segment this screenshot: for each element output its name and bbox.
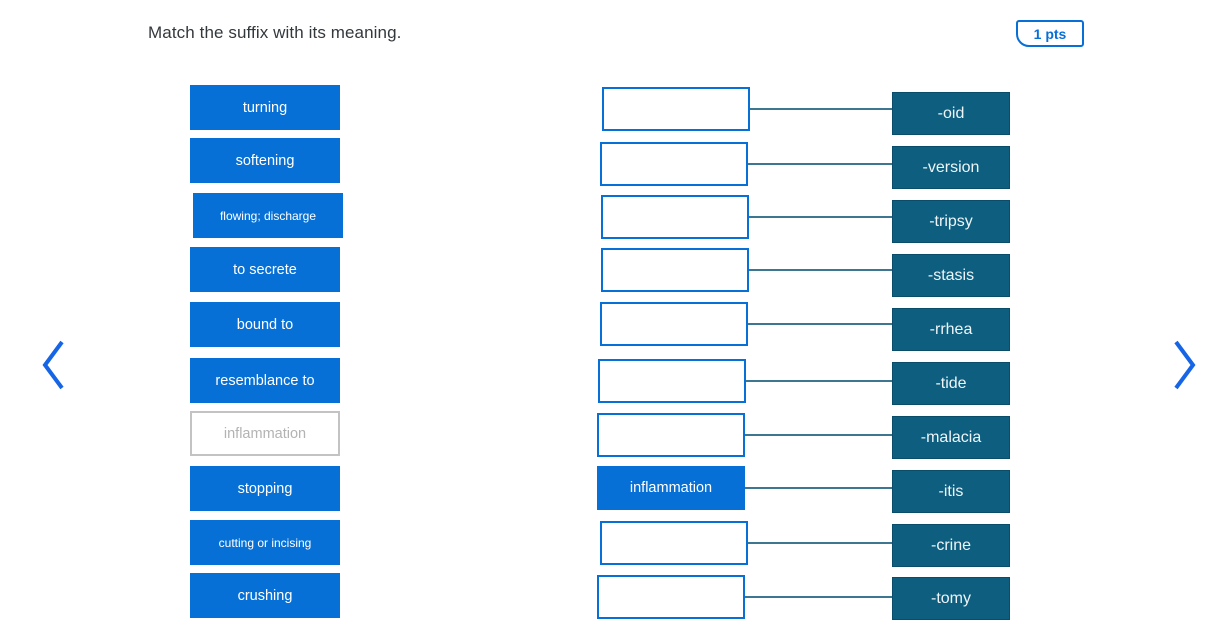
suffix-label: -stasis — [892, 254, 1010, 297]
connector-line — [750, 108, 892, 110]
suffix-label: -crine — [892, 524, 1010, 567]
suffix-label: -version — [892, 146, 1010, 189]
connector-line — [745, 487, 892, 489]
answer-dropzone[interactable] — [597, 413, 745, 457]
answer-dropzone[interactable] — [597, 575, 745, 619]
question-title: Match the suffix with its meaning. — [148, 23, 402, 42]
answer-dropzone[interactable] — [602, 87, 750, 131]
suffix-label: -tide — [892, 362, 1010, 405]
connector-line — [748, 323, 892, 325]
connector-line — [748, 542, 892, 544]
meaning-button: inflammation — [190, 411, 340, 456]
answer-dropzone[interactable] — [598, 359, 746, 403]
connector-line — [749, 269, 892, 271]
meaning-button[interactable]: resemblance to — [190, 358, 340, 403]
points-badge: 1 pts — [1016, 20, 1084, 47]
meaning-button[interactable]: crushing — [190, 573, 340, 618]
meaning-button[interactable]: flowing; discharge — [193, 193, 343, 238]
chevron-right-icon — [1172, 339, 1198, 391]
connector-line — [745, 596, 892, 598]
next-question-button[interactable] — [1170, 337, 1200, 393]
suffix-label: -rrhea — [892, 308, 1010, 351]
suffix-label: -malacia — [892, 416, 1010, 459]
suffix-label: -itis — [892, 470, 1010, 513]
connector-line — [749, 216, 892, 218]
suffix-label: -tripsy — [892, 200, 1010, 243]
meaning-button[interactable]: stopping — [190, 466, 340, 511]
meaning-button[interactable]: softening — [190, 138, 340, 183]
answer-dropzone[interactable]: inflammation — [597, 466, 745, 510]
meaning-button[interactable]: cutting or incising — [190, 520, 340, 565]
suffix-label: -oid — [892, 92, 1010, 135]
connector-line — [746, 380, 892, 382]
prev-question-button[interactable] — [38, 337, 68, 393]
suffix-label: -tomy — [892, 577, 1010, 620]
connector-line — [745, 434, 892, 436]
meaning-button[interactable]: turning — [190, 85, 340, 130]
meaning-button[interactable]: bound to — [190, 302, 340, 347]
connector-line — [748, 163, 892, 165]
answer-dropzone[interactable] — [600, 142, 748, 186]
answer-dropzone[interactable] — [600, 302, 748, 346]
answer-dropzone[interactable] — [601, 195, 749, 239]
answer-dropzone[interactable] — [600, 521, 748, 565]
answer-dropzone[interactable] — [601, 248, 749, 292]
chevron-left-icon — [40, 339, 66, 391]
meaning-button[interactable]: to secrete — [190, 247, 340, 292]
